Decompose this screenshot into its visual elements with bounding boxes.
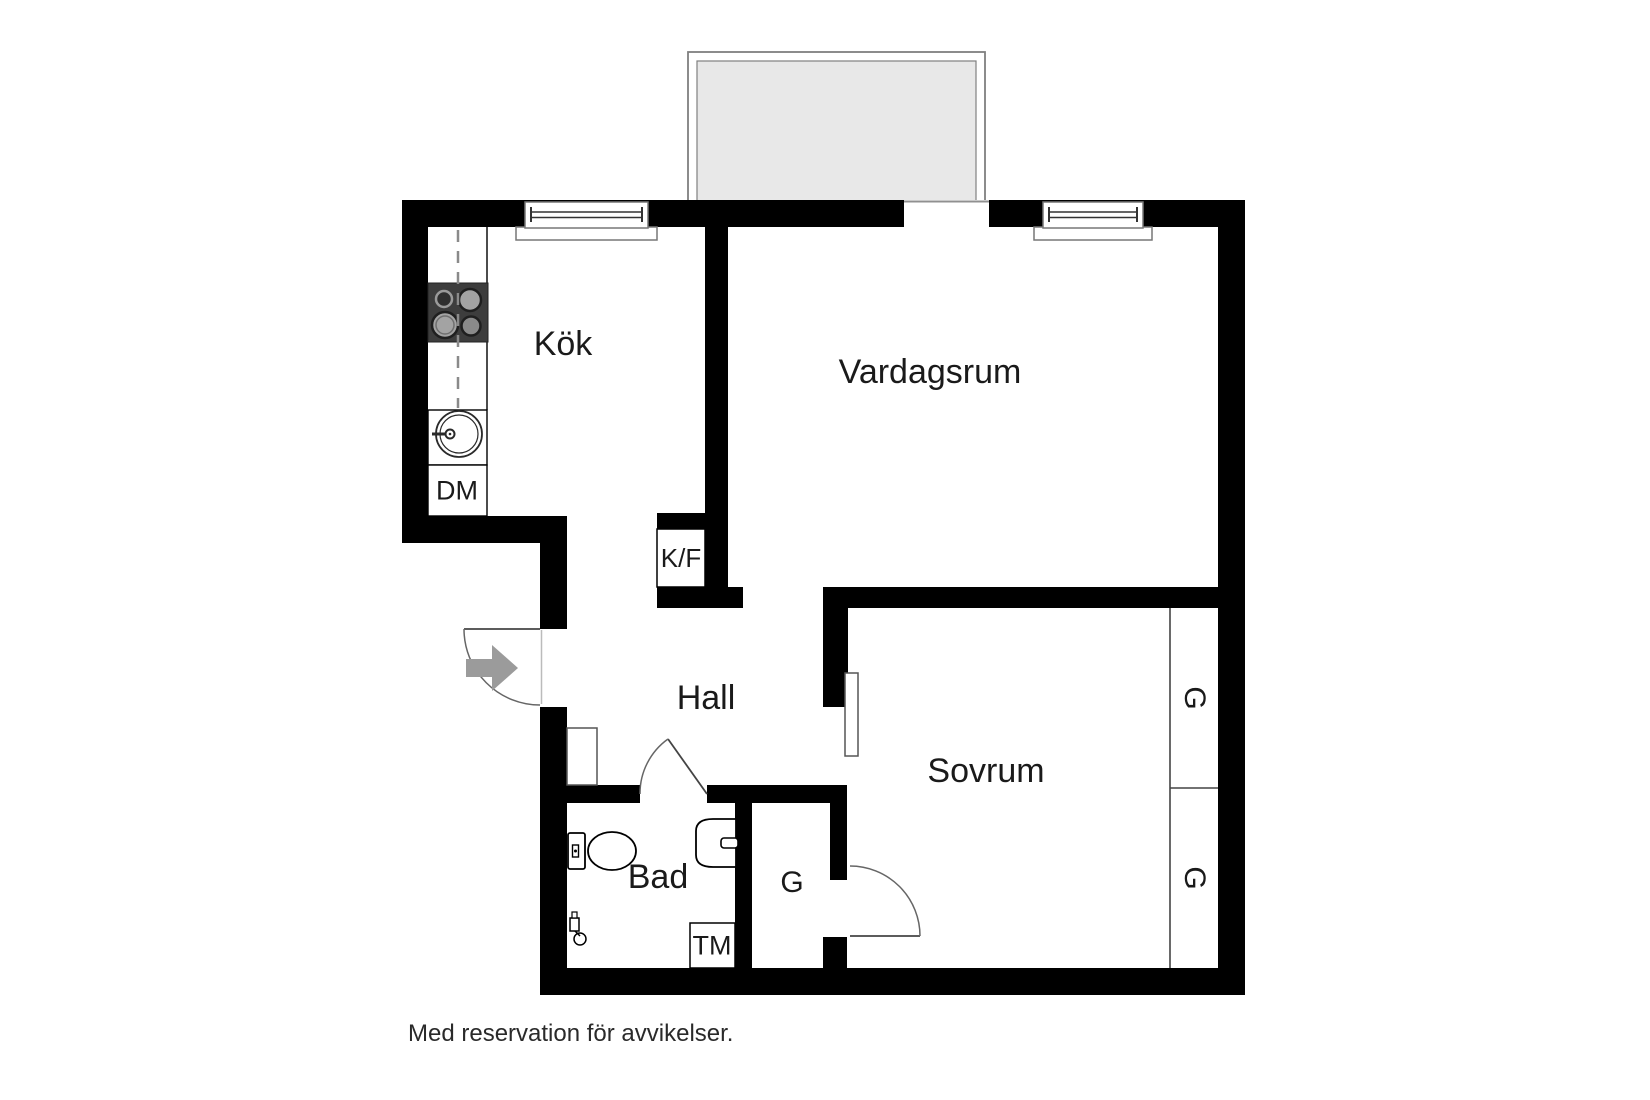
label-closet-hall: G bbox=[780, 866, 804, 899]
dishwasher-box bbox=[427, 464, 488, 517]
bathroom-door-arc bbox=[639, 738, 669, 795]
label-washing-machine: TM bbox=[692, 930, 732, 961]
room-label-bathroom: Bad bbox=[627, 858, 689, 896]
wall-hall-left-lower bbox=[540, 707, 567, 968]
wall-fridge-niche-bottom bbox=[657, 587, 743, 608]
closet-door-arc bbox=[849, 865, 921, 937]
balcony bbox=[687, 51, 986, 203]
room-label-bedroom: Sovrum bbox=[927, 752, 1045, 790]
walls bbox=[402, 200, 1245, 995]
bedroom-sliding-door bbox=[844, 672, 859, 757]
bathroom-fixtures bbox=[567, 818, 739, 969]
bathroom-door-leaf bbox=[667, 738, 708, 795]
window-sill bbox=[515, 226, 658, 241]
shower-mixer-body bbox=[569, 917, 580, 932]
room-label-kitchen: Kök bbox=[533, 325, 593, 363]
wall-closet-door-stub bbox=[823, 937, 847, 968]
wall-fridge-niche-top bbox=[657, 513, 705, 529]
washing-machine-box bbox=[689, 922, 736, 969]
label-closet-bedroom-top: G bbox=[1178, 686, 1211, 710]
room-label-livingroom: Vardagsrum bbox=[838, 353, 1022, 391]
shower-mixer-hose bbox=[574, 930, 581, 937]
window-livingroom bbox=[1033, 201, 1153, 241]
wall-kitchen-bottom bbox=[402, 516, 567, 543]
toilet-flush-dot bbox=[574, 849, 577, 853]
stove-burner-ring bbox=[435, 315, 455, 335]
balcony-deck bbox=[696, 60, 977, 203]
window-frame bbox=[1042, 201, 1144, 229]
wall-right bbox=[1218, 200, 1245, 995]
washbasin-tap bbox=[720, 837, 739, 849]
balcony-door-opening bbox=[904, 200, 989, 227]
label-fridge-freezer: K/F bbox=[660, 543, 702, 573]
wall-bathroom-closet bbox=[735, 803, 752, 968]
shower-mixer-handle bbox=[573, 932, 587, 946]
wall-livingroom-bedroom bbox=[823, 587, 1218, 608]
fridge-freezer-box bbox=[656, 528, 706, 588]
room-label-hall: Hall bbox=[676, 679, 736, 717]
stove-burner bbox=[457, 287, 483, 313]
wall-bathroom-top-left bbox=[567, 785, 640, 803]
toilet-icon bbox=[567, 831, 637, 871]
balcony-door-gap bbox=[904, 200, 989, 227]
window-kitchen bbox=[515, 201, 658, 241]
entry-door bbox=[463, 628, 543, 706]
closet-door bbox=[849, 865, 921, 937]
sink-tap-dot bbox=[448, 432, 452, 436]
wall-hall-left-upper bbox=[540, 543, 567, 629]
label-dishwasher: DM bbox=[436, 475, 478, 506]
kitchen-counter bbox=[427, 227, 489, 517]
washbasin-icon bbox=[695, 818, 739, 868]
wall-bathroom-top-right bbox=[707, 785, 847, 803]
wall-kitchen-left bbox=[402, 200, 428, 543]
toilet-bowl bbox=[587, 831, 637, 871]
wall-bottom bbox=[540, 968, 1245, 995]
wall-closet-right bbox=[830, 803, 847, 880]
window-sill bbox=[1033, 226, 1153, 241]
hall-wardrobe bbox=[566, 727, 598, 786]
bedroom-closets bbox=[1169, 608, 1218, 968]
entry-door-arc bbox=[463, 628, 541, 706]
window-frame bbox=[524, 201, 649, 229]
label-closet-bedroom-bottom: G bbox=[1178, 866, 1211, 890]
wall-kitchen-livingroom bbox=[705, 227, 728, 608]
entry-arrow-icon bbox=[466, 645, 518, 691]
shower-mixer-top bbox=[571, 911, 578, 919]
shower-mixer-icon bbox=[569, 911, 587, 946]
stove-burner bbox=[460, 315, 482, 337]
stove-burner bbox=[434, 289, 454, 309]
footnote: Med reservation för avvikelser. bbox=[408, 1020, 734, 1047]
wall-bedroom-entry-stub bbox=[823, 608, 848, 707]
bathroom-door bbox=[639, 738, 708, 795]
washbasin-bowl bbox=[695, 818, 737, 868]
